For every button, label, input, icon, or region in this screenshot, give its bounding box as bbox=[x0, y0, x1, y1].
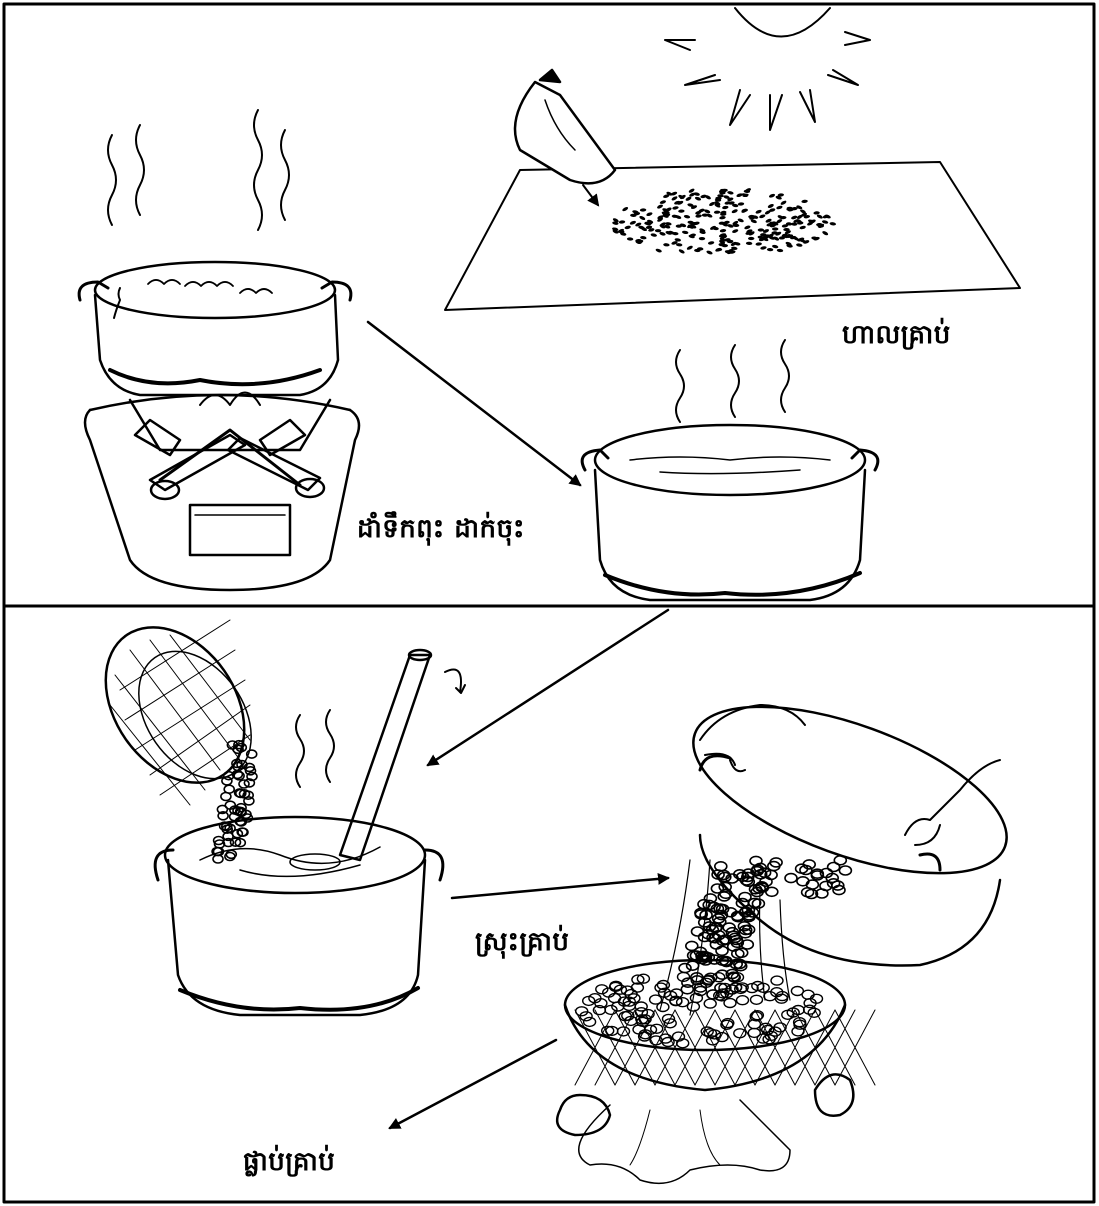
support-stones-icon bbox=[557, 1074, 853, 1135]
falling-seeds-icon bbox=[212, 741, 257, 863]
tilted-basket-icon bbox=[77, 601, 274, 809]
scattered-seeds-icon bbox=[612, 187, 836, 255]
panel-frames bbox=[4, 4, 1094, 1202]
steam-icon bbox=[108, 110, 289, 230]
sun-icon bbox=[665, 8, 870, 130]
steam-icon-2 bbox=[676, 340, 789, 422]
stirring-stick-icon bbox=[340, 650, 465, 860]
clay-stove-icon bbox=[85, 393, 359, 591]
steam-icon-3 bbox=[296, 710, 334, 787]
drying-sheet-icon bbox=[445, 162, 1020, 310]
label-germinate-seeds: ផ្លាប់គ្រាប់ bbox=[243, 1145, 335, 1183]
label-boil-water: ដាំទឹកពុះ ដាក់ចុះ bbox=[357, 512, 525, 550]
label-drain-seeds: ស្រុះគ្រាប់ bbox=[475, 925, 569, 963]
hand-icon bbox=[700, 705, 1000, 845]
stirring-pot-icon bbox=[155, 817, 443, 1015]
boiling-pot-icon bbox=[79, 262, 351, 395]
seed-bag-icon bbox=[515, 70, 615, 205]
basket-seeds-icon bbox=[576, 972, 823, 1048]
hot-water-pot-icon bbox=[582, 425, 878, 600]
label-dry-seeds: ហាលគ្រាប់ bbox=[842, 318, 951, 356]
